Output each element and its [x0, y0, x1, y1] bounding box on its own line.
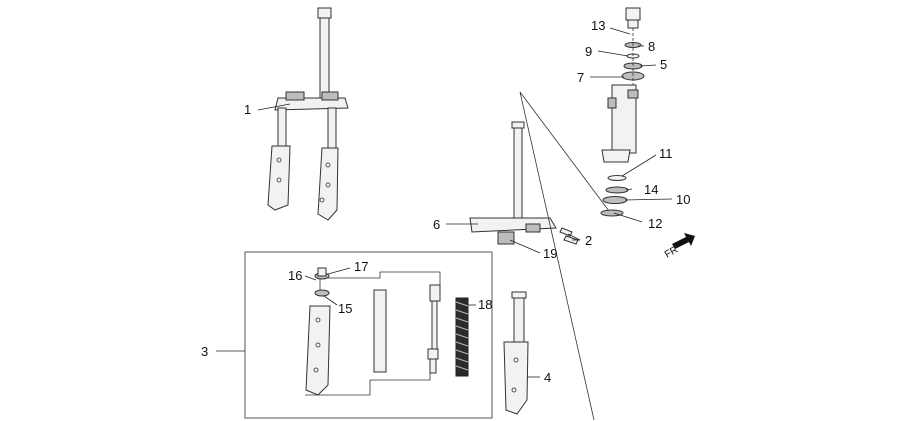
fork-outer-tube: [305, 305, 331, 396]
assembly-guide-lines: [519, 91, 613, 421]
leader-lines: [216, 27, 673, 378]
callout-9: 9: [585, 44, 592, 59]
clamp-bolts: [559, 227, 579, 245]
steering-stem-stack: [600, 7, 645, 217]
kit-guide-lines: [319, 271, 441, 296]
callout-6: 6: [433, 217, 440, 232]
callout-11: 11: [659, 146, 673, 161]
callout-13: 13: [591, 18, 605, 33]
callout-5: 5: [660, 57, 667, 72]
callout-7: 7: [577, 70, 584, 85]
callout-labels: 1 2 3 4 5 6 7 8 9 10 11 12 13 14 15 16 1…: [201, 18, 690, 385]
callout-16: 16: [288, 268, 302, 283]
callout-15: 15: [338, 301, 352, 316]
part-kit-box: [244, 251, 493, 419]
callout-2: 2: [585, 233, 592, 248]
fork-leg: [503, 291, 529, 415]
callout-17: 17: [354, 259, 368, 274]
front-direction-indicator: FR: [663, 233, 695, 261]
lower-triple-clamp: [469, 121, 557, 245]
callout-1: 1: [244, 102, 251, 117]
fork-spring: [455, 297, 469, 377]
callout-3: 3: [201, 344, 208, 359]
fork-inner-tube: [373, 289, 387, 373]
callout-8: 8: [648, 39, 655, 54]
front-arrow-icon: [672, 233, 695, 249]
callout-14: 14: [644, 182, 658, 197]
fork-top-bolt: [314, 267, 330, 297]
callout-10: 10: [676, 192, 690, 207]
callout-12: 12: [648, 216, 662, 231]
front-fork-assembly: [267, 7, 349, 221]
callout-18: 18: [478, 297, 492, 312]
callout-4: 4: [544, 370, 551, 385]
callout-19: 19: [543, 246, 557, 261]
fork-damper-rod: [427, 284, 441, 374]
